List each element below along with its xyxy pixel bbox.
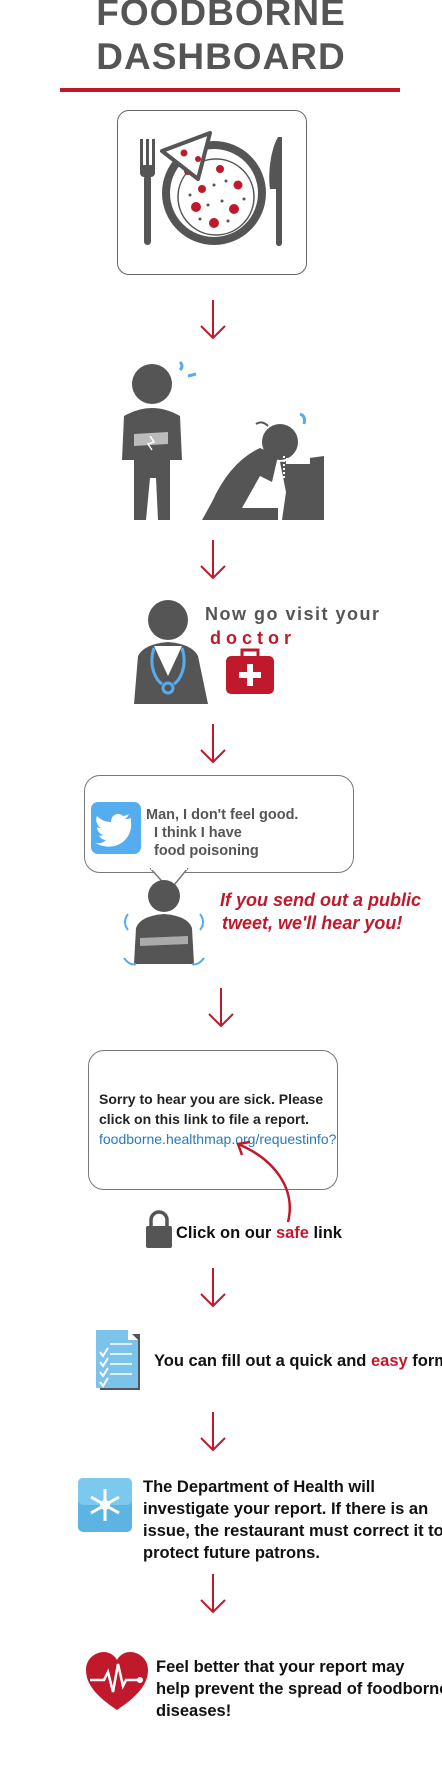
tweet-line-1: Man, I don't feel good. [146,807,299,823]
doctor-highlight-text: doctor [210,628,296,648]
fork-icon [140,139,155,245]
pizza-plate-icon [160,131,266,245]
down-arrow-icon [200,1412,226,1452]
department-line-1: The Department of Health will [143,1478,375,1496]
doctor-prompt-text: Now go visit your [205,604,381,624]
curved-arrow-icon [236,1140,291,1223]
tweet-line-2: I think I have [154,825,242,841]
food-plate-card [117,110,307,275]
department-line-4: protect future patrons. [143,1544,320,1562]
department-line-3: issue, the restaurant must correct it to [143,1522,442,1540]
form-text-after: form [412,1352,442,1370]
twitter-bird-icon [91,802,141,854]
tweet-line-3: food poisoning [154,843,259,859]
knife-icon [269,137,282,246]
safe-link-before: Click on our [176,1224,276,1242]
sick-person-icon [123,880,205,966]
down-arrow-icon [200,540,226,580]
tweet-bubble: Man, I don't feel good. I think I have f… [84,775,354,873]
safe-link-text: Click on our safe link [176,1224,342,1243]
padlock-icon [146,1210,172,1248]
better-line-1: Feel better that your report may [156,1658,405,1676]
title-line-2: DASHBOARD [96,36,346,77]
health-department-star-icon [78,1478,132,1532]
reply-line-1: Sorry to hear you are sick. Please [99,1091,324,1107]
title-line-1: FOODBORNE [96,0,346,33]
form-text-before: You can fill out a quick and [154,1352,371,1370]
safe-link-after: link [308,1224,342,1242]
form-text: You can fill out a quick and easy form [154,1352,442,1371]
heart-ekg-icon [86,1652,148,1710]
better-line-2: help prevent the spread of foodborne [156,1680,442,1698]
reply-message-card: Sorry to hear you are sick. Please click… [88,1050,338,1190]
down-arrow-icon [200,1574,226,1614]
down-arrow-icon [200,300,226,340]
title-underline [60,88,400,92]
vomiting-person-icon [202,412,324,520]
better-line-3: diseases! [156,1702,232,1720]
down-arrow-icon [208,988,234,1028]
safe-link-highlight: safe [275,1224,309,1242]
report-link[interactable]: foodborne.healthmap.org/requestinfo? [99,1131,337,1147]
stomach-ache-person-icon [122,360,197,520]
form-text-highlight: easy [370,1352,408,1370]
reply-line-2: click on this link to file a report. [99,1111,310,1127]
down-arrow-icon [200,724,226,764]
department-line-2: investigate your report. If there is an [143,1500,429,1518]
down-arrow-icon [200,1268,226,1308]
doctor-icon [134,600,208,704]
first-aid-kit-icon [226,648,274,694]
public-tweet-line-1: If you send out a public [220,890,422,910]
form-checklist-icon [96,1330,140,1390]
public-tweet-line-2: tweet, we'll hear you! [222,913,403,933]
